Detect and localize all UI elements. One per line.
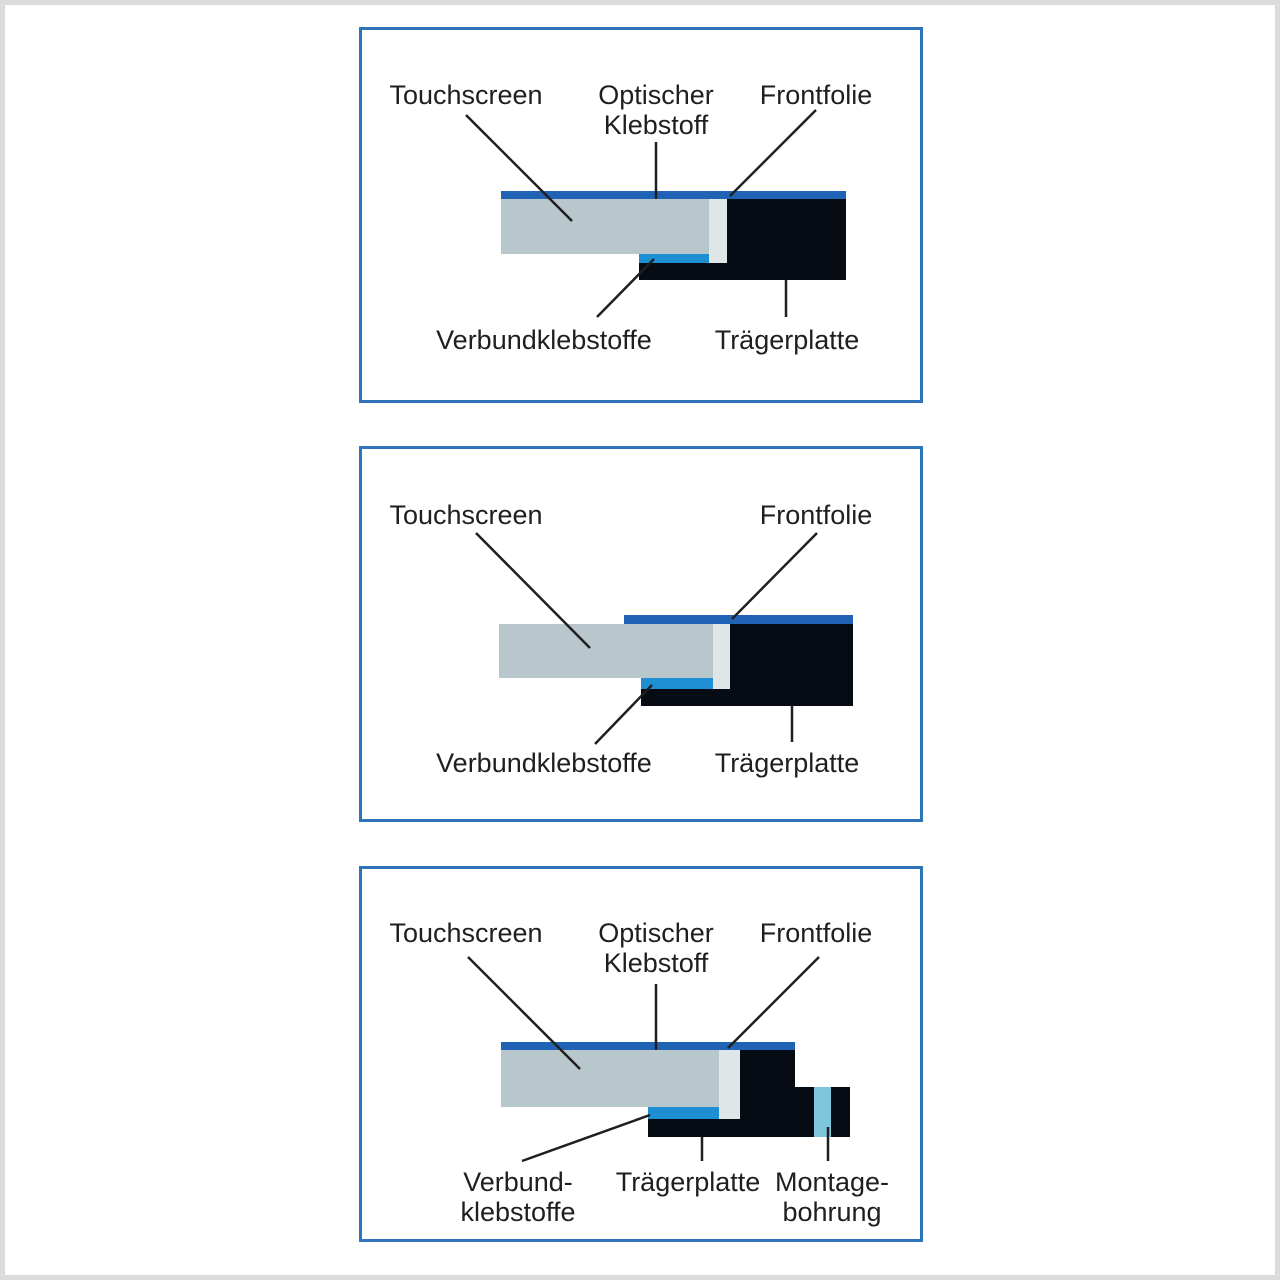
mounting-hole-label-line2: bohrung: [782, 1197, 881, 1227]
leader-lines: [465, 109, 817, 318]
laminating-adhesives-leader: [596, 258, 655, 318]
cross-section-diagram: Touchscreen Optischer Klebstoff Frontfol…: [389, 80, 873, 355]
laminating-adhesives-label: Verbundklebstoffe: [436, 325, 652, 355]
diagram-panel-mounting: Touchscreen Optischer Klebstoff Frontfol…: [359, 866, 923, 1242]
mounting-hole-label-line1: Montage-: [775, 1167, 889, 1197]
laminating-adhesives-label-line1: Verbund-: [463, 1167, 573, 1197]
front-foil-label: Frontfolie: [760, 80, 873, 110]
optical-adhesive-edge-shape: [719, 1050, 740, 1119]
diagram-panel-optical-bonding: Touchscreen Optischer Klebstoff Frontfol…: [359, 27, 923, 403]
laminating-adhesives-label: Verbundklebstoffe: [436, 748, 652, 778]
touchscreen-shape: [501, 1050, 719, 1107]
leader-lines: [467, 956, 830, 1163]
touchscreen-shape: [499, 624, 713, 678]
optical-adhesive-label-line2: Klebstoff: [604, 948, 709, 978]
laminating-adhesive-shape: [648, 1107, 719, 1119]
laminating-adhesives-leader: [521, 1113, 651, 1163]
leader-lines: [475, 532, 818, 745]
carrier-plate-label: Trägerplatte: [715, 325, 860, 355]
front-foil-shape: [624, 615, 853, 624]
laminating-adhesive-shape: [641, 678, 713, 689]
touchscreen-label: Touchscreen: [389, 80, 542, 110]
laminating-adhesives-label-line2: klebstoffe: [460, 1197, 575, 1227]
front-foil-leader: [729, 109, 817, 197]
front-foil-label: Frontfolie: [760, 500, 873, 530]
optical-adhesive-edge-shape: [713, 624, 730, 689]
touchscreen-leader: [475, 532, 591, 649]
front-foil-leader: [727, 956, 820, 1049]
front-foil-label: Frontfolie: [760, 918, 873, 948]
touchscreen-leader: [465, 114, 573, 222]
laminating-adhesive-shape: [639, 254, 709, 263]
front-foil-shape: [501, 1042, 795, 1050]
diagram-panel-air-gap: Touchscreen Frontfolie Verbundklebstoffe…: [359, 446, 923, 822]
front-foil-leader: [731, 532, 818, 620]
optical-adhesive-label-line1: Optischer: [598, 918, 714, 948]
optical-adhesive-edge-shape: [709, 199, 727, 263]
touchscreen-label: Touchscreen: [389, 500, 542, 530]
touchscreen-label: Touchscreen: [389, 918, 542, 948]
touchscreen-shape: [501, 199, 709, 254]
optical-adhesive-label-line2: Klebstoff: [604, 110, 709, 140]
carrier-plate-label: Trägerplatte: [616, 1167, 761, 1197]
touchscreen-leader: [467, 956, 581, 1070]
mounting-hole-shape: [814, 1087, 831, 1137]
cross-section-diagram: Touchscreen Frontfolie Verbundklebstoffe…: [389, 500, 873, 778]
optical-adhesive-label-line1: Optischer: [598, 80, 714, 110]
laminating-adhesives-leader: [594, 684, 653, 745]
carrier-plate-label: Trägerplatte: [715, 748, 860, 778]
cross-section-diagram: Touchscreen Optischer Klebstoff Frontfol…: [389, 918, 889, 1227]
front-foil-shape: [501, 191, 846, 199]
